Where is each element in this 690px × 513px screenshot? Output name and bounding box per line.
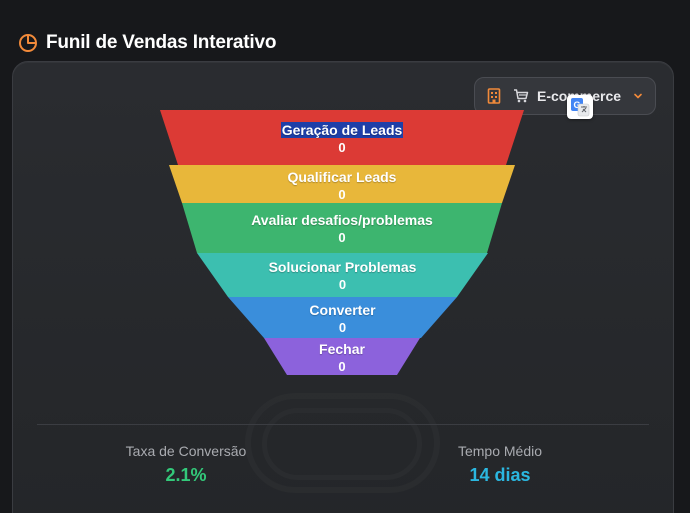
page-title: Funil de Vendas Interativo	[46, 32, 277, 53]
funnel-stage-solve-problems[interactable]: Solucionar Problemas 0	[197, 253, 488, 297]
chevron-down-icon	[633, 91, 643, 101]
funnel-stage-qualify-leads[interactable]: Qualificar Leads 0	[169, 165, 515, 203]
average-time-stat: Tempo Médio 14 dias	[420, 443, 580, 486]
funnel-stage-value: 0	[338, 230, 346, 245]
funnel-stage-label: Solucionar Problemas	[268, 259, 417, 275]
funnel-stage-label: Qualificar Leads	[287, 169, 397, 185]
svg-text:G: G	[573, 100, 580, 110]
funnel-stage-value: 0	[338, 187, 346, 202]
average-time-label: Tempo Médio	[457, 443, 543, 459]
funnel-stage-convert[interactable]: Converter 0	[228, 297, 457, 338]
stats-divider	[37, 424, 649, 425]
funnel-stage-value: 0	[338, 277, 347, 292]
funnel-stage-label: Geração de Leads	[280, 122, 404, 138]
funnel-stage-value: 0	[338, 359, 346, 374]
funnel-stage-evaluate-challenges[interactable]: Avaliar desafios/problemas 0	[182, 203, 502, 253]
funnel-stage-value: 0	[338, 140, 346, 155]
funnel-stage-label: Fechar	[319, 341, 365, 357]
average-time-value: 14 dias	[469, 465, 531, 485]
shopping-cart-icon	[513, 88, 529, 104]
google-translate-icon[interactable]: G	[567, 95, 593, 119]
funnel-stage-lead-generation[interactable]: Geração de Leads 0	[160, 110, 524, 165]
background-decoration-inner	[262, 408, 422, 480]
conversion-rate-stat: Taxa de Conversão 2.1%	[100, 443, 272, 486]
page-header: Funil de Vendas Interativo	[18, 30, 276, 56]
funnel-stage-label: Converter	[309, 302, 376, 318]
funnel-stage-close[interactable]: Fechar 0	[264, 338, 420, 375]
funnel-stage-label: Avaliar desafios/problemas	[251, 212, 433, 228]
funnel-stage-value: 0	[338, 320, 347, 335]
conversion-rate-label: Taxa de Conversão	[125, 443, 247, 459]
conversion-rate-value: 2.1%	[165, 465, 207, 485]
building-icon	[487, 88, 501, 104]
pie-chart-icon	[18, 33, 38, 53]
